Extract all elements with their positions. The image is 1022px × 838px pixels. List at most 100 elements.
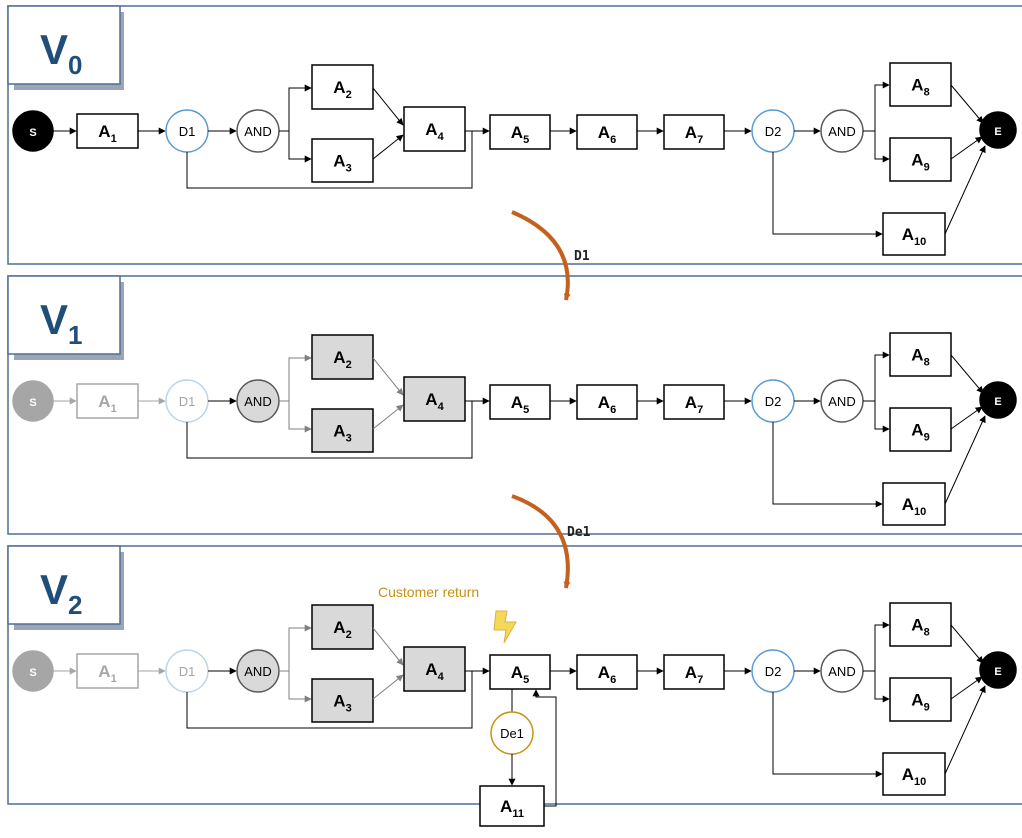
- activity-a4-label: A4: [425, 120, 444, 143]
- start-event: S: [12, 650, 54, 692]
- decision-d1-label: D1: [179, 394, 196, 409]
- flow-arrow: [863, 621, 890, 672]
- activity-a11-label: A11: [500, 797, 524, 820]
- activity-a4-box: [403, 376, 466, 422]
- flow-arrow: [874, 671, 890, 703]
- activity-a6: A6: [576, 654, 638, 690]
- transition-arrow: [511, 494, 571, 589]
- activity-a10-box: [882, 212, 946, 256]
- version-label-box: V2: [7, 545, 124, 630]
- end-event-shape: [979, 651, 1017, 689]
- activity-a3-box: [311, 138, 374, 183]
- parallel-gateway-2-label: AND: [828, 664, 855, 679]
- activity-a2: A2: [311, 64, 374, 110]
- activity-a1-box: [76, 653, 139, 689]
- activity-a7-label: A7: [685, 123, 703, 146]
- activity-a2: A2: [311, 604, 374, 650]
- activity-a1-label: A1: [98, 392, 116, 415]
- activity-a8-label: A8: [911, 616, 929, 639]
- activity-a9: A9: [889, 677, 952, 722]
- flow-arrow: [863, 351, 890, 402]
- end-event: E: [979, 651, 1017, 689]
- decision-d2: D2: [751, 649, 795, 693]
- decision-d1: D1: [165, 649, 209, 693]
- flow-arrow: [772, 152, 883, 238]
- activity-a2-box: [311, 334, 374, 380]
- parallel-gateway-2-label: AND: [828, 124, 855, 139]
- activity-a2: A2: [311, 334, 374, 380]
- activity-a9-box: [889, 677, 952, 722]
- parallel-gateway-1: AND: [236, 649, 280, 693]
- activity-a8-box: [889, 62, 952, 107]
- flow-arrow: [372, 134, 404, 160]
- activity-a8-label: A8: [911, 76, 929, 99]
- activity-a7-label: A7: [685, 663, 703, 686]
- activity-a6-box: [576, 114, 638, 150]
- activity-a4: A4: [403, 646, 466, 692]
- flow-arrow: [372, 357, 404, 396]
- activity-a3-label: A3: [333, 422, 351, 445]
- activity-a11: A11: [479, 785, 545, 827]
- activity-a10-box: [882, 752, 946, 796]
- activity-a10: A10: [882, 482, 946, 526]
- activity-a1: A1: [76, 383, 139, 419]
- flow-arrow: [279, 354, 312, 402]
- activity-a7: A7: [663, 114, 725, 150]
- flow-arrow: [950, 354, 984, 394]
- deviation-de1: De1: [490, 711, 534, 755]
- activity-a2-label: A2: [333, 348, 351, 371]
- transition-arrow: [511, 210, 571, 301]
- activity-a3-box: [311, 678, 374, 723]
- end-event-shape: [979, 111, 1017, 149]
- activity-a6: A6: [576, 384, 638, 420]
- activity-a8-label: A8: [911, 346, 929, 369]
- activity-a6-label: A6: [598, 123, 616, 146]
- activity-a7-label: A7: [685, 393, 703, 416]
- activity-a5-label: A5: [511, 393, 529, 416]
- flow-arrow: [372, 674, 404, 700]
- flow-arrow: [372, 627, 404, 666]
- flow-arrow: [950, 676, 983, 700]
- activity-a5: A5: [489, 654, 551, 690]
- activity-a1-label: A1: [98, 122, 116, 145]
- start-event-label: S: [29, 127, 36, 139]
- activity-a5-box: [489, 654, 551, 690]
- flow-arrow: [288, 131, 312, 163]
- parallel-gateway-2: AND: [820, 649, 864, 693]
- activity-a9-label: A9: [911, 691, 929, 714]
- activity-a6: A6: [576, 114, 638, 150]
- activity-a6-label: A6: [598, 663, 616, 686]
- flow-arrow: [950, 406, 983, 430]
- flow-arrow: [279, 84, 312, 132]
- flow-arrow: [950, 84, 984, 124]
- activity-a8-box: [889, 332, 952, 377]
- activity-a4-box: [403, 106, 466, 152]
- activity-a6-box: [576, 384, 638, 420]
- activity-a7: A7: [663, 384, 725, 420]
- activity-a9-label: A9: [911, 421, 929, 444]
- parallel-gateway-2: AND: [820, 379, 864, 423]
- version-label: V0: [40, 26, 82, 80]
- activity-a3: A3: [311, 408, 374, 453]
- activity-a5-box: [489, 384, 551, 420]
- flow-arrow: [772, 422, 883, 508]
- flow-arrow: [532, 689, 557, 807]
- version-label-box: V0: [7, 5, 124, 90]
- activity-a7-box: [663, 114, 725, 150]
- decision-d1: D1: [165, 379, 209, 423]
- activity-a5: A5: [489, 114, 551, 150]
- parallel-gateway-1: AND: [236, 109, 280, 153]
- activity-a2-label: A2: [333, 618, 351, 641]
- end-event-label: E: [994, 126, 1001, 138]
- activity-a6-label: A6: [598, 393, 616, 416]
- start-event: S: [12, 110, 54, 152]
- activity-a9-label: A9: [911, 151, 929, 174]
- activity-a7-box: [663, 384, 725, 420]
- flow-arrow: [944, 685, 986, 775]
- activity-a4-label: A4: [425, 660, 444, 683]
- activity-a5-label: A5: [511, 663, 529, 686]
- flow-arrow: [944, 145, 986, 235]
- end-event-label: E: [994, 666, 1001, 678]
- activity-a10-label: A10: [902, 495, 927, 518]
